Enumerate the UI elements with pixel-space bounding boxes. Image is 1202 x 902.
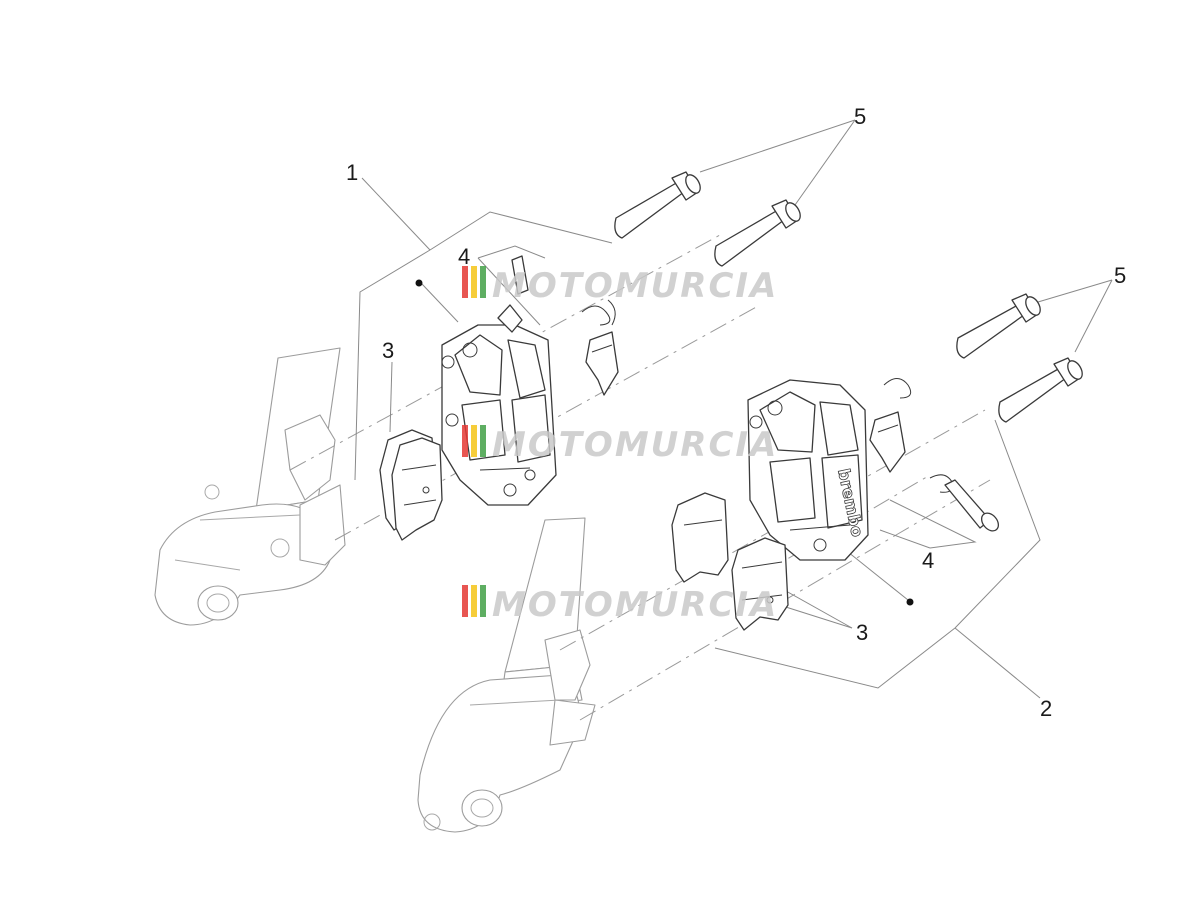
left-caliper-bolts (614, 171, 801, 267)
callout-5-top: 5 (854, 104, 866, 129)
watermark-text: MOTOMURCIA (492, 585, 778, 625)
watermark-top: MOTOMURCIA (462, 266, 778, 306)
callout-4-left: 4 (458, 244, 470, 269)
watermark-text: MOTOMURCIA (492, 266, 778, 306)
watermark-text: MOTOMURCIA (492, 425, 778, 465)
callout-3-left: 3 (382, 338, 394, 363)
reference-dot-left (415, 279, 423, 287)
reference-dots (415, 279, 914, 606)
callout-3-right: 3 (856, 620, 868, 645)
right-fork-leg (417, 517, 596, 833)
callout-5-right: 5 (1114, 263, 1126, 288)
right-caliper-bolts (956, 293, 1083, 423)
left-fork-leg (154, 347, 346, 626)
watermark-middle: MOTOMURCIA (462, 425, 778, 465)
reference-dot-right (906, 598, 914, 606)
callout-1: 1 (346, 160, 358, 185)
left-brake-pads (379, 429, 443, 541)
right-brake-pads (671, 492, 789, 631)
right-brake-caliper: brembo (747, 379, 869, 561)
callout-2: 2 (1040, 696, 1052, 721)
left-pad-retaining-parts (511, 255, 619, 396)
right-pad-retaining-parts (869, 378, 1000, 532)
leader-lines (354, 119, 1113, 699)
callout-labels: 1 2 3 3 4 4 5 5 (346, 104, 1126, 721)
callout-4-right: 4 (922, 548, 934, 573)
left-brake-caliper (441, 304, 557, 506)
watermark-bottom: MOTOMURCIA (462, 585, 778, 625)
